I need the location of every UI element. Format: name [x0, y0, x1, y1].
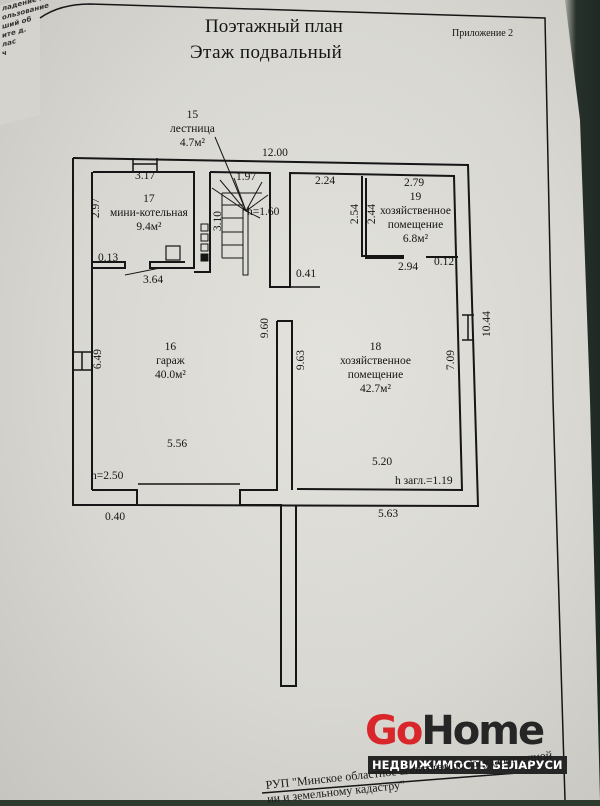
room-area: 9.4м²	[136, 221, 162, 233]
dim-corridor-top: 2.24	[315, 175, 336, 187]
boiler-icon	[165, 245, 181, 261]
meter-icons	[200, 223, 209, 262]
room-number: 16	[164, 341, 177, 353]
dim-overall-height: 10.44	[480, 311, 493, 337]
logo-home: Home	[421, 708, 545, 754]
room-18-label: 18 хозяйственное помещение 42.7м²	[340, 340, 411, 396]
dim-stair-height: h=1.60	[247, 206, 280, 218]
dim-room19-wall: 0.12	[434, 256, 455, 268]
room-area: 4.7м²	[179, 137, 205, 149]
dim-boiler-top: 3.17	[135, 170, 156, 182]
room-15-label: 15 лестница 4.7м²	[170, 108, 215, 150]
dim-room19-left-outer: 2.54	[349, 203, 362, 225]
stair-flight	[211, 136, 269, 276]
room-19-label: 19 хозяйственное помещение 6.8м²	[380, 190, 451, 246]
room-17-label: 17 мини-котельная 9.4м²	[110, 192, 188, 234]
dim-garage-wall: 0.40	[105, 511, 126, 523]
central-partition	[239, 320, 297, 687]
window-top	[132, 158, 158, 172]
room-16-label: 16 гараж 40.0м²	[155, 340, 186, 382]
boiler-room-wall	[91, 171, 195, 490]
room-name: хозяйственное	[380, 205, 451, 217]
dim-room18-bottom: 5.20	[372, 456, 393, 468]
dim-stair-top: 1.97	[236, 171, 257, 183]
room-number: 17	[143, 193, 155, 205]
outer-wall	[72, 157, 480, 508]
appendix-label: Приложение 2	[452, 28, 514, 39]
window-left	[73, 351, 92, 371]
outer-wall-left	[72, 158, 137, 506]
dim-boiler-wall: 0.13	[98, 252, 119, 264]
dim-partition-end: 0.41	[296, 268, 317, 280]
room-area: 40.0м²	[155, 369, 186, 381]
dim-boiler-bottom: 3.64	[143, 274, 164, 286]
stair-corridor-wall	[209, 171, 464, 492]
page-title: Поэтажный план	[205, 16, 343, 37]
window-right	[462, 314, 474, 341]
dimension-leader	[124, 267, 161, 276]
dim-room19-top: 2.79	[404, 177, 425, 189]
dim-garage-left: 6.49	[92, 348, 105, 370]
room-name: лестница	[170, 123, 215, 135]
dim-overall-width: 12.00	[262, 147, 288, 159]
dim-room19-bottom: 2.94	[398, 261, 419, 273]
page-frame	[39, 3, 566, 800]
dim-garage-height: h=2.50	[91, 470, 124, 482]
room-name: помещение	[347, 369, 404, 381]
floor-title: Этаж подвальный	[190, 42, 343, 63]
logo-go: Go	[365, 708, 423, 754]
dim-room19-left-inner: 2.44	[366, 203, 379, 225]
room-name: помещение	[387, 219, 444, 231]
boiler-stub-wall	[92, 261, 126, 269]
dim-room18-outer-bottom: 5.63	[378, 508, 399, 520]
dim-boiler-side: 2.97	[90, 197, 103, 219]
room-name: мини-котельная	[110, 207, 188, 219]
logo-tagline: НЕДВИЖИМОСТЬ БЕЛАРУСИ	[368, 756, 567, 774]
dim-room18-right: 7.09	[445, 349, 458, 371]
stair-leader	[214, 136, 247, 212]
room-area: 42.7м²	[360, 383, 391, 395]
room19-wall	[361, 176, 404, 259]
room-number: 19	[409, 191, 422, 203]
gohome-logo: GoHome	[365, 708, 545, 754]
stair-wall	[194, 172, 211, 273]
dim-garage-bottom: 5.56	[167, 438, 188, 450]
room-name: хозяйственное	[340, 355, 411, 367]
room-name: гараж	[156, 355, 185, 367]
room-number: 15	[186, 109, 199, 121]
dim-depth: h загл.=1.19	[395, 475, 453, 487]
room-area: 6.8м²	[402, 233, 429, 245]
dim-room18-left: 9.63	[295, 349, 308, 371]
room-number: 18	[369, 341, 382, 353]
dim-stair-side: 3.10	[212, 210, 225, 232]
dim-garage-wall-left: 9.60	[259, 317, 272, 339]
